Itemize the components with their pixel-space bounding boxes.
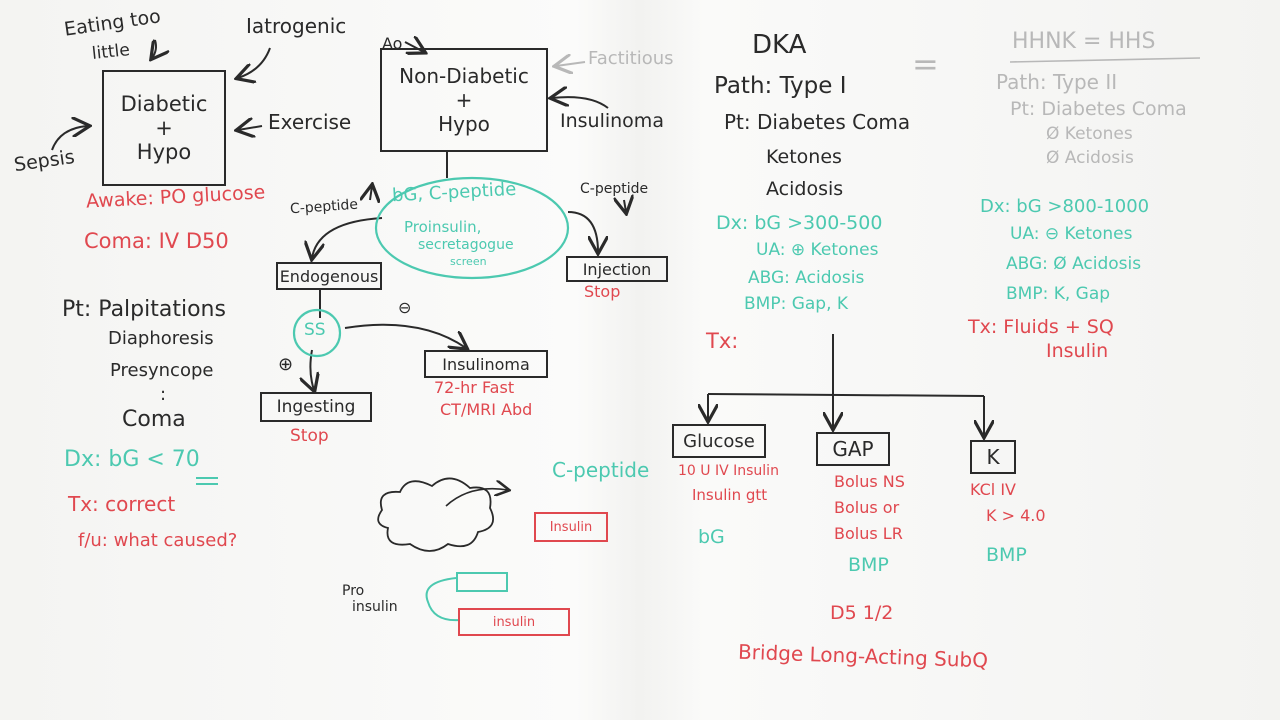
gap-tx-2: Bolus or [834, 500, 899, 517]
injection-box: Injection [566, 256, 668, 282]
arrow-cpep-down [624, 200, 626, 212]
hhnk-pt: Pt: Diabetes Coma [1010, 100, 1187, 120]
cause-eating-2: little [91, 42, 131, 64]
ss-label: SS [304, 322, 326, 340]
arrow-iatrogenic [238, 48, 270, 78]
dx-left: Dx: bG < 70 [64, 448, 200, 471]
arrow-exercise [238, 126, 262, 130]
plus-sign: ⊕ [278, 356, 293, 375]
dka-pt: Pt: Diabetes Coma [724, 112, 910, 133]
dka-abg: ABG: Acidosis [748, 270, 864, 288]
cause-iatrogenic: Iatrogenic [246, 16, 346, 37]
proinsulin-loop [427, 578, 460, 620]
proinsulin-chain-box [456, 572, 508, 592]
box-text-plus: + [155, 116, 173, 140]
injection-stop: Stop [584, 284, 620, 301]
factitious-label: Factitious [588, 50, 674, 69]
endogenous-box: Endogenous [276, 262, 382, 290]
hhnk-tx-2: Insulin [1046, 342, 1108, 362]
hhnk-abg: ABG: Ø Acidosis [1006, 256, 1141, 274]
hhnk-tx: Tx: Fluids + SQ [968, 318, 1114, 338]
arrow-to-endogenous [312, 218, 382, 258]
dka-path: Path: Type I [714, 74, 847, 98]
insulin-label: insulin [352, 600, 398, 615]
arrow-cpep-up [370, 186, 372, 200]
hhnk-title: HHNK = HHS [1012, 30, 1155, 53]
diabetic-hypo-box: Diabetic + Hypo [102, 70, 226, 186]
glucose-tx-1: 10 U IV Insulin [678, 464, 779, 479]
insulinoma-box: Insulinoma [424, 350, 548, 378]
cpeptide-big-label: C-peptide [552, 460, 649, 481]
pt-coma: Coma [122, 408, 186, 431]
glucose-monitor: bG [698, 528, 725, 548]
k-tx-2: K > 4.0 [986, 508, 1046, 525]
glucose-tx-2: Insulin gtt [692, 488, 767, 504]
ingesting-box: Ingesting [260, 392, 372, 422]
ct-label: CT/MRI Abd [440, 402, 532, 419]
tree-branch [708, 394, 984, 396]
nondiabetic-hypo-box: Non-Diabetic + Hypo [380, 48, 548, 152]
gap-tx-3: Bolus LR [834, 526, 903, 543]
hhnk-ketones: Ø Ketones [1046, 126, 1133, 144]
pancreas-arrow [446, 489, 508, 506]
fu-left: f/u: what caused? [78, 532, 237, 551]
cpeptide-right-label: C-peptide [580, 182, 648, 197]
hhnk-bmp: BMP: K, Gap [1006, 286, 1110, 304]
dka-tx: Tx: [706, 330, 738, 352]
equals-sign: = [912, 48, 939, 82]
dka-bmp: BMP: Gap, K [744, 296, 848, 314]
box-text-hypo: Hypo [137, 140, 191, 164]
cause-exercise: Exercise [268, 112, 351, 133]
arrow-eating [152, 40, 156, 58]
pt-presyncope: Presyncope [110, 362, 213, 381]
insulin-box-2: insulin [458, 608, 570, 636]
k-monitor: BMP [986, 546, 1027, 566]
hhnk-path: Path: Type II [996, 72, 1117, 93]
dka-dx: Dx: bG >300-500 [716, 214, 882, 234]
hhnk-acidosis: Ø Acidosis [1046, 150, 1134, 168]
hhnk-ua: UA: ⊖ Ketones [1010, 226, 1132, 244]
fast-label: 72-hr Fast [434, 380, 514, 397]
insulinoma-top-label: Insulinoma [560, 112, 664, 132]
box-text-hypo-2: Hypo [438, 112, 490, 136]
pancreas-sketch [378, 478, 493, 551]
oval-secretagogue: secretagogue [418, 238, 514, 253]
dka-ua: UA: ⊕ Ketones [756, 242, 878, 260]
gap-tx-1: Bolus NS [834, 474, 905, 491]
tx-left: Tx: correct [68, 494, 175, 515]
ingesting-stop: Stop [290, 428, 329, 446]
coma-tx: Coma: IV D50 [84, 230, 229, 252]
arrow-factitious [556, 62, 585, 66]
box-text-nondiabetic: Non-Diabetic [399, 64, 529, 88]
minus-sign: ⊖ [398, 300, 411, 317]
pt-diaphoresis: Diaphoresis [108, 330, 214, 349]
gap-monitor: BMP [848, 556, 889, 576]
dka-title: DKA [752, 32, 806, 59]
dka-ketones: Ketones [766, 148, 842, 168]
insulin-box-1: Insulin [534, 512, 608, 542]
box-text-plus-2: + [456, 88, 473, 112]
box-text-diabetic: Diabetic [121, 92, 208, 116]
k-box: K [970, 440, 1016, 474]
d5-half: D5 1/2 [830, 604, 893, 624]
arrow-insulinoma-top [552, 97, 608, 108]
dka-acidosis: Acidosis [766, 180, 843, 200]
oval-proinsulin: Proinsulin, [404, 220, 481, 236]
glucose-box: Glucose [672, 424, 766, 458]
k-tx-1: KCl IV [970, 482, 1016, 499]
oval-screen: screen [450, 256, 487, 268]
arrow-to-injection [568, 212, 598, 252]
hhnk-dx: Dx: bG >800-1000 [980, 198, 1149, 217]
arrow-ss-to-insulinoma [345, 325, 466, 348]
gap-box: GAP [816, 432, 890, 466]
pt-palpitations: Pt: Palpitations [62, 298, 226, 321]
pro-label: Pro [342, 584, 364, 599]
pt-dots: : [160, 386, 166, 405]
